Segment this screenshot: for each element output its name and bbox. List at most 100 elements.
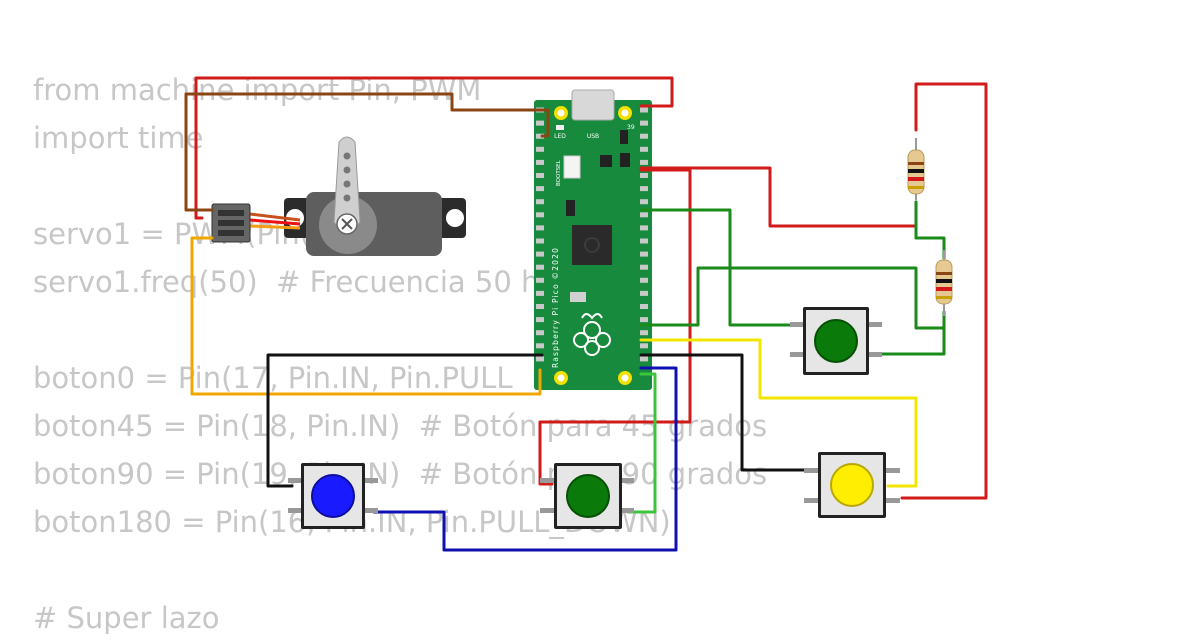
servo-connector-pin <box>218 230 244 236</box>
pin-right[interactable] <box>640 264 648 270</box>
pin-right[interactable] <box>640 251 648 257</box>
resistor-band <box>936 272 952 275</box>
servo-connector-pin <box>218 220 244 226</box>
pico-chip-small <box>620 130 628 144</box>
right-pin-header <box>640 107 648 362</box>
pushbutton-blue[interactable] <box>288 463 378 529</box>
mount-hole-center <box>621 109 629 117</box>
pin-left[interactable] <box>536 330 544 336</box>
wire-servo-signal[interactable] <box>190 236 542 396</box>
wire-gp-resistor[interactable] <box>639 266 946 330</box>
resistor-band <box>908 169 924 173</box>
button-cap-blue[interactable] <box>311 474 355 518</box>
pin-right[interactable] <box>640 133 648 139</box>
pin-left[interactable] <box>536 356 544 362</box>
servo-lead-brown <box>249 212 301 222</box>
pin-right[interactable] <box>640 290 648 296</box>
usb-label: USB <box>587 133 599 140</box>
servo-screw-icon <box>341 218 353 230</box>
button-leg <box>866 322 882 327</box>
wire-gnd-yellow-button[interactable] <box>639 353 808 472</box>
servo-horn-hole <box>343 152 351 160</box>
wire-gp-yellow-button[interactable] <box>639 338 918 488</box>
pin-right[interactable] <box>640 146 648 152</box>
wire-resistor-green-button[interactable] <box>874 310 946 356</box>
led-label: LED <box>554 133 566 140</box>
pin-left[interactable] <box>536 146 544 152</box>
resistor-2[interactable] <box>935 250 953 316</box>
pin-left[interactable] <box>536 212 544 218</box>
code-line: boton0 = Pin(17, Pin.IN, Pin.PULL_ <box>33 361 527 395</box>
pin-right[interactable] <box>640 120 648 126</box>
button-cap-yellow[interactable] <box>830 463 874 507</box>
wire-3v3-green-button[interactable] <box>538 168 692 486</box>
pin-right[interactable] <box>640 186 648 192</box>
pin-left[interactable] <box>536 133 544 139</box>
button-leg <box>790 352 806 357</box>
servo-mount-hole-right <box>446 209 464 227</box>
button-leg <box>884 498 900 503</box>
pin-right[interactable] <box>640 159 648 165</box>
pin-left[interactable] <box>536 304 544 309</box>
wire-gp-blue-button[interactable] <box>372 366 678 552</box>
wire-gp-green-button-2[interactable] <box>626 372 657 514</box>
pin-left[interactable] <box>536 159 544 165</box>
pin-right[interactable] <box>640 330 648 336</box>
pin-left[interactable] <box>536 277 544 283</box>
pin-left[interactable] <box>536 238 544 244</box>
pin-right[interactable] <box>640 304 648 309</box>
wire-servo-vbus[interactable] <box>194 76 674 220</box>
button-leg <box>288 478 304 483</box>
pin-left[interactable] <box>536 343 544 349</box>
pin-left[interactable] <box>536 186 544 192</box>
resistor-1[interactable] <box>907 138 925 200</box>
raspberry-pi-pico[interactable]: USB LED 1 2 39 BOOTSEL Raspberry Pi Pico… <box>534 89 652 390</box>
pin-left[interactable] <box>536 290 544 296</box>
wire-3v3-resistor[interactable] <box>639 166 918 228</box>
servo-motor[interactable] <box>211 136 466 256</box>
servo-horn-hole <box>343 166 351 174</box>
raspberry-logo-icon <box>573 313 611 356</box>
pin-right[interactable] <box>640 277 648 283</box>
pin-right[interactable] <box>640 212 648 218</box>
pin-right[interactable] <box>640 238 648 244</box>
button-leg <box>804 498 820 503</box>
wire-resistor-junction[interactable] <box>914 200 946 260</box>
board-silkscreen-text: Raspberry Pi Pico ©2020 <box>551 247 560 368</box>
button-cap-green[interactable] <box>814 319 858 363</box>
resistor-band <box>936 279 952 283</box>
servo-horn-hole <box>343 180 351 188</box>
pin-right[interactable] <box>640 343 648 349</box>
pin-right[interactable] <box>640 199 648 205</box>
button-cap-green[interactable] <box>566 474 610 518</box>
pushbutton-green-2[interactable] <box>790 307 882 375</box>
wire-gnd-blue-button[interactable] <box>266 353 544 488</box>
pico-chip-small <box>620 153 630 167</box>
pin-right[interactable] <box>640 173 648 178</box>
bootsel-button[interactable] <box>563 155 581 179</box>
pin-left[interactable] <box>536 317 544 323</box>
pin-left[interactable] <box>536 120 544 126</box>
code-line: import time <box>33 121 204 155</box>
pin-left[interactable] <box>536 173 544 178</box>
pin-left[interactable] <box>536 251 544 257</box>
pin-right[interactable] <box>640 317 648 323</box>
button-leg <box>866 352 882 357</box>
pushbutton-green-1[interactable] <box>540 463 634 529</box>
servo-lead-orange <box>249 224 301 230</box>
button-leg <box>362 478 378 483</box>
pin-right[interactable] <box>640 356 648 362</box>
usb-connector[interactable] <box>571 89 615 121</box>
pin-left[interactable] <box>536 199 544 205</box>
pin-right[interactable] <box>640 225 648 231</box>
mount-hole-center <box>557 374 565 382</box>
wire-resistor-yellow-button[interactable] <box>900 82 988 500</box>
resistor-band <box>908 177 924 181</box>
pushbutton-yellow[interactable] <box>804 452 900 518</box>
button-leg <box>618 478 634 483</box>
pin-right[interactable] <box>640 107 648 113</box>
pin-left[interactable] <box>536 264 544 270</box>
pin-left[interactable] <box>536 225 544 231</box>
wire-servo-gnd[interactable] <box>184 92 550 212</box>
